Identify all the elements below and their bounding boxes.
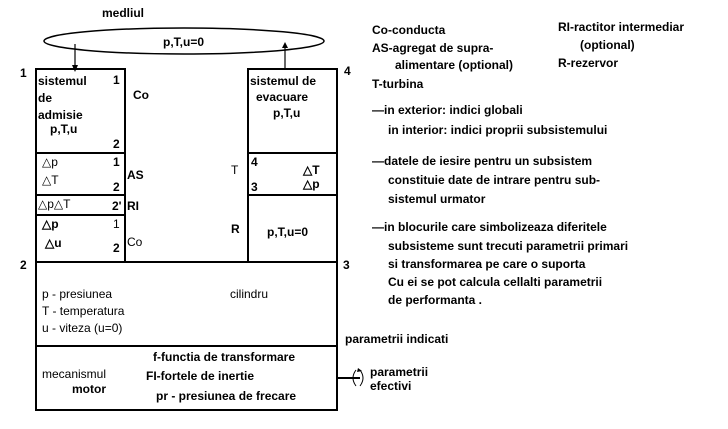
exhaust-arrowhead	[282, 42, 288, 48]
legend-entry: R-rezervor	[558, 56, 619, 70]
note-line: sistemul urmator	[388, 192, 486, 206]
intake-params: p,T,u	[50, 122, 78, 136]
as-dp: △p	[42, 155, 58, 169]
environment-ellipse	[43, 27, 325, 55]
note-line: in interior: indici proprii subsistemulu…	[388, 123, 608, 137]
legend-T: T - temperatura	[42, 304, 125, 318]
intake-n-top: 1	[113, 73, 120, 87]
exhaust-params: p,T,u	[273, 106, 301, 120]
indicated-parameters: parametrii indicati	[345, 332, 449, 346]
note-line: constituie date de intrare pentru sub-	[388, 173, 601, 187]
corner-3: 3	[343, 258, 350, 272]
note-line: subsisteme sunt trecuti parametrii prima…	[388, 239, 629, 253]
note-line: si transformarea pe care o suporta	[388, 257, 586, 271]
environment-label: medliul	[102, 6, 145, 20]
note-line: Cu ei se pot calcula cellalti parametrii	[388, 275, 603, 289]
legend-entry: alimentare (optional)	[395, 58, 514, 72]
intake-title-3: admisie	[38, 108, 83, 122]
intake-title-2: de	[38, 91, 53, 105]
corner-4: 4	[344, 64, 351, 78]
turbine-dp: △p	[303, 177, 320, 191]
co-dp: △p	[42, 217, 59, 231]
corner-1: 1	[20, 66, 27, 80]
ri-n: 2'	[112, 199, 122, 213]
note-line: —datele de iesire pentru un subsistem	[372, 154, 593, 168]
ri-params: △p△T	[38, 197, 71, 211]
exhaust-title: sistemul de	[250, 74, 317, 88]
mechanism-item: pr - presiunea de frecare	[156, 389, 297, 403]
legend-entry: RI-ractitor intermediar	[558, 20, 685, 34]
as-label: AS	[127, 168, 144, 182]
co-du: △u	[45, 236, 62, 250]
cylinder-title: cilindru	[230, 287, 269, 301]
mechanism-item: f-functia de transformare	[153, 350, 296, 364]
mechanism-item: FI-fortele de inertie	[146, 369, 255, 383]
environment-params: p,T,u=0	[163, 35, 205, 49]
co-n-top: 1	[113, 217, 120, 231]
intake-n-bottom: 2	[113, 137, 120, 151]
intake-title: sistemul	[38, 74, 87, 88]
mechanism-title-2: motor	[72, 382, 106, 396]
corner-2: 2	[20, 258, 27, 272]
mechanism-box	[35, 345, 338, 411]
turbine-n-top: 4	[251, 155, 258, 169]
reservoir-params: p,T,u=0	[267, 225, 309, 239]
turbine-n-bottom: 3	[251, 180, 258, 194]
note-line: de performanta .	[388, 293, 483, 307]
co-label: Co	[127, 235, 143, 249]
legend-u: u - viteza (u=0)	[42, 321, 123, 335]
as-n-bottom: 2	[113, 180, 120, 194]
note-line: —in blocurile care simbolizeaza diferite…	[372, 220, 607, 234]
turbine-label: T	[231, 163, 239, 177]
turbine-dT: △T	[303, 163, 320, 177]
legend-p: p - presiunea	[42, 287, 113, 301]
effective-parameters: parametrii	[370, 365, 429, 379]
legend-entry: Co-conducta	[372, 23, 446, 37]
mechanism-title: mecanismul	[42, 367, 107, 381]
effective-parameters-2: efectivi	[370, 379, 412, 393]
as-dT: △T	[42, 173, 59, 187]
legend-entry: AS-agregat de supra-	[372, 41, 494, 55]
co-top-label: Co	[133, 88, 149, 102]
ri-label: RI	[127, 199, 139, 213]
co-n-bottom: 2	[113, 241, 120, 255]
exhaust-title-2: evacuare	[256, 90, 309, 104]
rotation-arrow-icon	[352, 369, 364, 387]
as-n-top: 1	[113, 155, 120, 169]
legend-entry: (optional)	[580, 38, 635, 52]
note-line: —in exterior: indici globali	[372, 103, 523, 117]
legend-entry: T-turbina	[372, 77, 424, 91]
reservoir-label: R	[231, 222, 240, 236]
